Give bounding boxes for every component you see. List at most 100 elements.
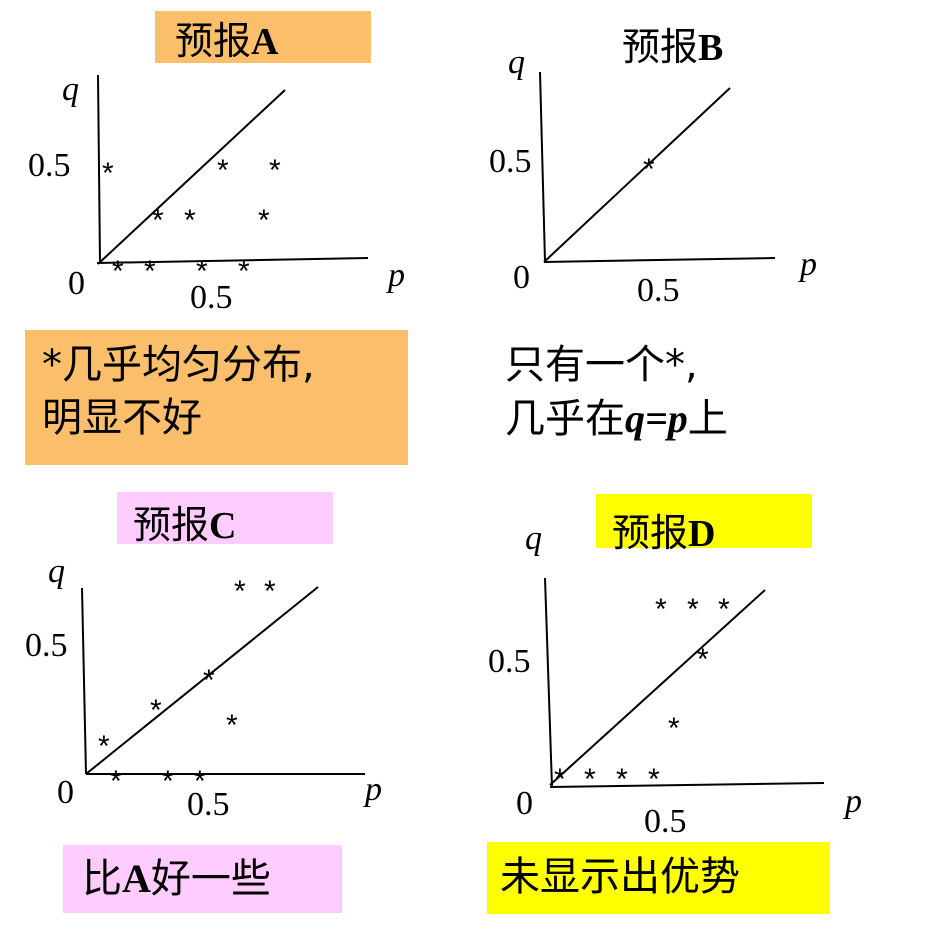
note-c-letter: A [122,856,151,901]
x-tick-label-d: 0.5 [644,803,687,840]
star-a-8: * [144,255,156,288]
note-a-box [25,330,408,465]
stars-d: * * * * * * * * * [554,593,730,796]
y-axis-d [544,577,553,788]
title-d-letter: D [688,513,716,555]
x-tick-label-b: 0.5 [637,272,680,309]
diagonal-c [85,586,319,775]
star-d-3: * [718,593,730,626]
star-a-4: * [152,204,164,237]
note-c-suffix: 好一些 [150,856,271,902]
origin-label-a: 0 [68,265,85,302]
title-c-letter: C [209,505,237,547]
note-a-line-1: *几乎均匀分布, [42,342,315,388]
title-d-prefix: 预报 [612,511,689,555]
x-tick-label-a: 0.5 [190,279,233,316]
note-d: 未显示出优势 [500,854,740,900]
diagonal-a [97,89,286,265]
y-axis-label-b: q [508,44,525,81]
diagonal-d [549,589,766,786]
star-d-1: * [655,593,667,626]
star-d-7: * [584,763,596,796]
star-d-6: * [554,763,566,796]
title-a-letter: A [251,21,279,63]
note-c: 比A好一些 [82,852,271,906]
x-axis-label-b: p [798,246,817,283]
y-axis-b [539,71,546,263]
origin-label-b: 0 [513,259,530,296]
star-d-9: * [648,763,660,796]
star-c-3: * [203,664,215,697]
y-axis-label-a: q [62,71,79,108]
y-axis-label-c: q [48,553,65,590]
star-a-10: * [238,255,250,288]
title-d: 预报D [612,514,715,553]
title-c: 预报C [133,506,236,545]
x-axis-d [549,782,825,788]
star-c-2: * [264,575,276,608]
stars-c: * * * * * * * * * [98,575,276,798]
star-d-4: * [697,643,709,676]
note-c-box [63,845,342,913]
stars-b: * [643,153,655,186]
note-b-line-1: 只有一个*, [505,342,698,388]
star-a-6: * [258,204,270,237]
stars-a: * * * * * * * * * * [102,154,281,288]
star-a-7: * [112,255,124,288]
title-b-prefix: 预报 [622,25,699,69]
diagonal-b [543,87,731,263]
star-c-1: * [234,575,246,608]
star-d-5: * [668,712,680,745]
star-a-1: * [102,157,114,190]
note-b: 只有一个*, 几乎在q=p上 [505,339,728,446]
star-d-8: * [616,763,628,796]
star-a-3: * [269,154,281,187]
x-axis-b [543,257,776,263]
star-a-2: * [217,154,229,187]
note-a-line-2: 明显不好 [42,395,202,442]
title-highlight-c [117,492,333,544]
y-tick-label-d: 0.5 [488,643,531,680]
y-tick-label-c: 0.5 [25,627,68,664]
title-a: 预报A [175,22,278,61]
title-b-letter: B [698,27,724,69]
note-d-box [487,842,830,914]
star-a-5: * [184,204,196,237]
note-b-line-2-suffix: 上 [687,396,728,443]
title-highlight-d [596,494,812,548]
note-a: *几乎均匀分布, 明显不好 [42,339,315,445]
star-c-7: * [110,765,122,798]
note-b-line-2-prefix: 几乎在 [505,396,625,443]
origin-label-c: 0 [57,774,74,811]
x-axis-label-a: p [386,257,405,294]
title-b: 预报B [622,28,723,67]
note-b-equation: q=p [625,396,688,442]
y-tick-label-a: 0.5 [28,147,71,184]
y-axis-label-d: q [525,520,542,557]
star-d-2: * [687,593,699,626]
x-tick-label-c: 0.5 [187,786,230,823]
star-c-5: * [226,709,238,742]
star-c-6: * [98,730,110,763]
title-a-prefix: 预报 [175,19,252,63]
star-a-9: * [196,255,208,288]
star-b-1: * [643,153,655,186]
title-c-prefix: 预报 [133,503,210,547]
y-tick-label-b: 0.5 [489,143,532,180]
star-c-9: * [194,765,206,798]
origin-label-d: 0 [516,785,533,822]
x-axis-a [96,257,369,264]
x-axis-label-d: p [843,783,862,820]
star-c-8: * [162,765,174,798]
star-c-4: * [150,694,162,727]
x-axis-label-c: p [363,771,382,808]
note-b-line-2: 几乎在q=p上 [505,392,728,446]
y-axis-a [97,74,101,264]
y-axis-c [81,587,87,775]
note-c-prefix: 比 [82,856,122,902]
